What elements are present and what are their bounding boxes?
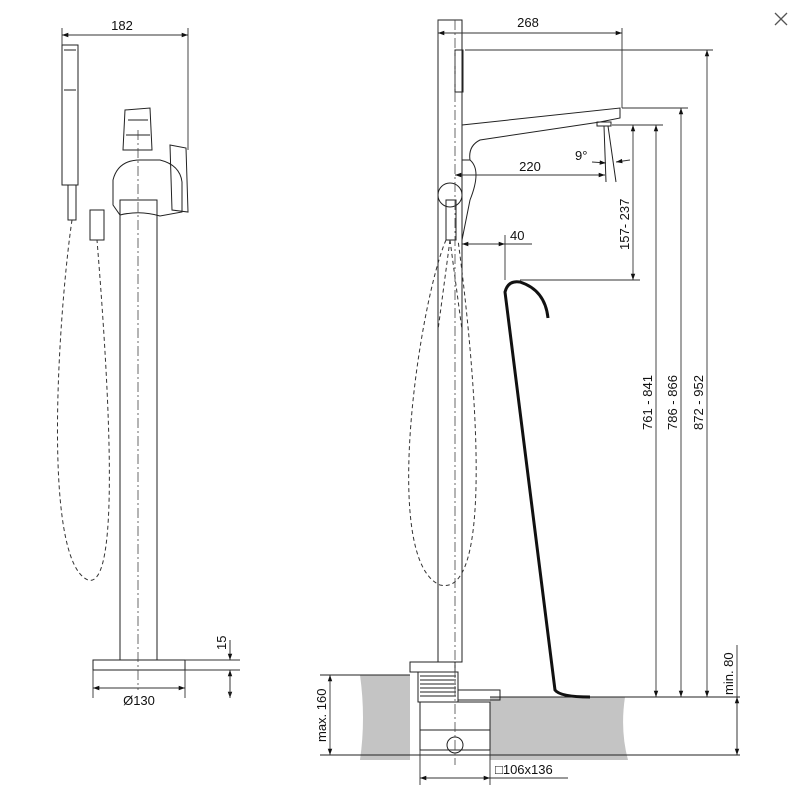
- dim-872-952: 872 - 952: [691, 375, 706, 430]
- dim-max-160: max. 160: [314, 689, 329, 742]
- floor-section-right: [490, 697, 628, 760]
- close-icon: [774, 12, 788, 26]
- hose: [408, 239, 477, 586]
- dim-box-106x136: □106x136: [495, 762, 553, 777]
- hose: [57, 219, 110, 581]
- dim-182: 182: [111, 18, 133, 33]
- dim-786-866: 786 - 866: [665, 375, 680, 430]
- handle: [122, 107, 153, 151]
- spout: [461, 107, 621, 161]
- dim-157-237: 157- 237: [617, 199, 632, 250]
- close-button[interactable]: [770, 8, 792, 30]
- box-flange: [457, 689, 501, 701]
- front-view: 268 220 9° 40 157- 237 761 - 841 786 - 8…: [314, 15, 740, 785]
- lever: [461, 159, 477, 241]
- dim-diameter-130: Ø130: [123, 693, 155, 708]
- dim-268: 268: [517, 15, 539, 30]
- shower-holder: [437, 182, 463, 208]
- hose-connector: [89, 209, 105, 241]
- dim-15: 15: [214, 636, 229, 650]
- floor-section-left: [360, 675, 410, 760]
- dim-40: 40: [510, 228, 524, 243]
- mixer-body: [112, 159, 183, 217]
- column-base: [409, 661, 456, 673]
- hand-shower: [61, 44, 79, 186]
- column: [119, 199, 158, 661]
- column: [437, 19, 463, 663]
- side-view: 182 15 Ø130: [57, 18, 240, 708]
- shower-holder: [67, 184, 77, 221]
- dim-angle-9: 9°: [575, 148, 587, 163]
- bathtub-wall: [503, 280, 591, 699]
- dim-min-80: min. 80: [721, 652, 736, 695]
- dim-761-841: 761 - 841: [640, 375, 655, 430]
- lever: [169, 144, 189, 213]
- base-plate: [92, 659, 186, 671]
- dim-220: 220: [519, 159, 541, 174]
